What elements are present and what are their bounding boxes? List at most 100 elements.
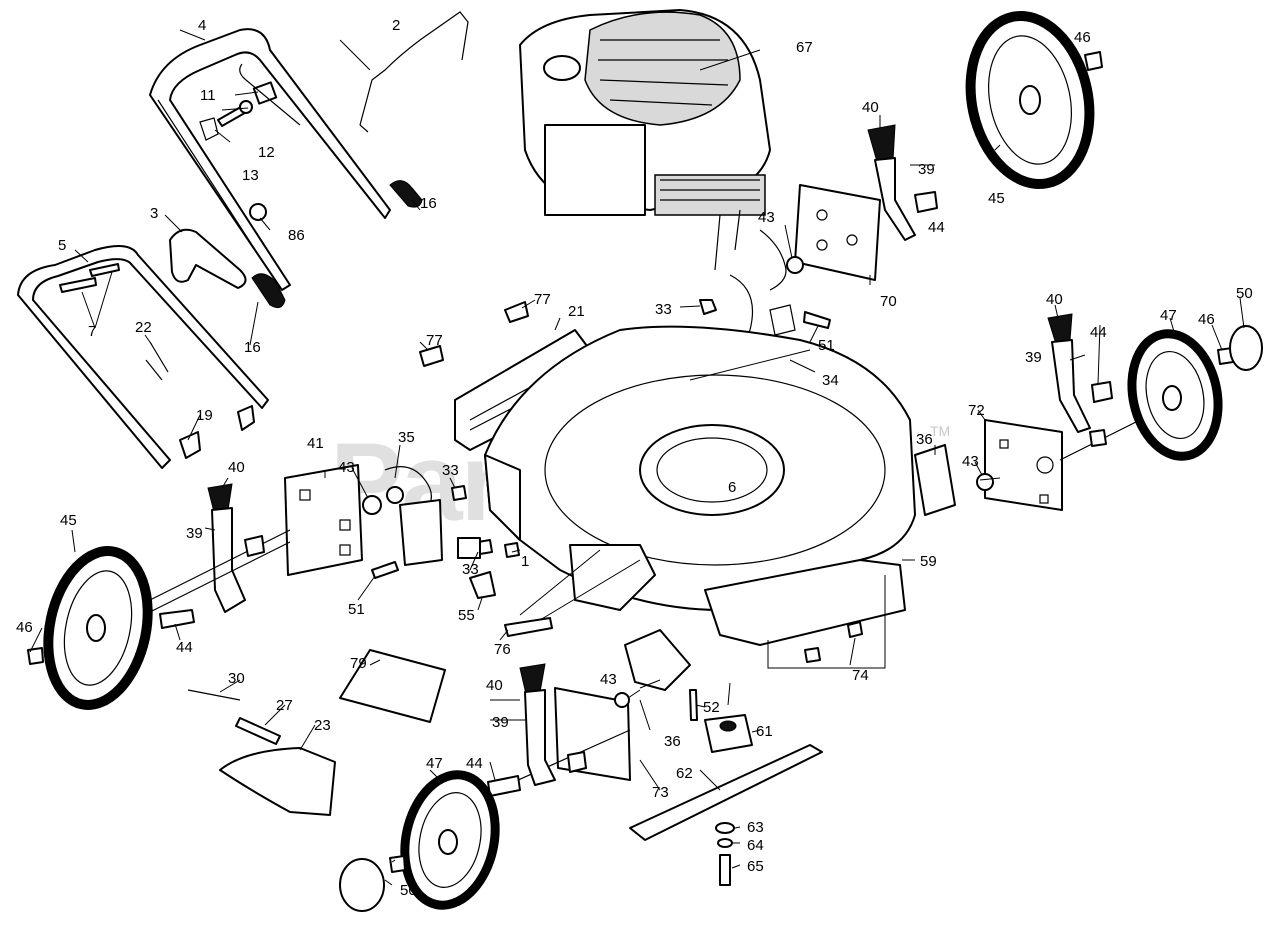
nut-46-lower [389, 855, 406, 873]
callout-86: 86 [288, 227, 305, 244]
callout-labels: 1 2 3 4 5 6 7 11 12 13 16 16 19 21 22 23… [16, 17, 1253, 899]
callout-62: 62 [676, 765, 693, 782]
callout-1: 1 [521, 553, 529, 570]
spring-43-upper [759, 229, 787, 291]
clip-19b [237, 405, 255, 431]
engine-cable [714, 209, 741, 271]
callout-2: 2 [392, 17, 400, 34]
handle-bracket-3 [169, 228, 247, 289]
callout-44-left: 44 [176, 639, 193, 656]
nut-74-a [804, 647, 821, 663]
bracket-36-lower [624, 629, 691, 691]
callout-44-lower: 44 [466, 755, 483, 772]
washer-left-b [386, 486, 404, 504]
nut-33-left [451, 485, 467, 501]
bushing-lower [567, 751, 587, 773]
bolt-44-right [1091, 381, 1113, 403]
callout-67: 67 [796, 39, 813, 56]
leader-lines [29, 29, 1245, 886]
callout-30: 30 [228, 670, 245, 687]
callout-3: 3 [150, 205, 158, 222]
callout-46-tr: 46 [1074, 29, 1091, 46]
callout-5: 5 [58, 237, 66, 254]
callout-43-left: 43 [338, 459, 355, 476]
bushing-left [244, 535, 265, 557]
cable-clip-11 [252, 81, 278, 105]
callout-43-lower: 43 [600, 671, 617, 688]
washer-86 [249, 203, 267, 221]
callout-50-right: 50 [1236, 285, 1253, 302]
callout-61: 61 [756, 723, 773, 740]
callout-40-right: 40 [1046, 291, 1063, 308]
cable-12 [239, 63, 301, 126]
bolt-52 [689, 689, 698, 721]
bolt-44-lower [487, 775, 521, 797]
callout-59: 59 [920, 553, 937, 570]
bushing-right [1089, 429, 1107, 447]
front-bracket-41 [284, 464, 363, 576]
adjuster-lever-39-lower [524, 689, 556, 786]
adjuster-lever-39-tr [874, 157, 916, 241]
callout-11: 11 [200, 87, 216, 104]
callout-41: 41 [307, 435, 324, 452]
mower-deck [484, 325, 916, 646]
bracket-front-small [457, 537, 481, 559]
callout-39-tr: 39 [918, 161, 935, 178]
wheel-47-lower [400, 770, 500, 910]
pin-22 [145, 341, 169, 381]
callout-51-upper: 51 [818, 337, 835, 354]
callout-70: 70 [880, 293, 897, 310]
callout-55: 55 [458, 607, 475, 624]
nut-33-upper [699, 299, 717, 315]
callout-76: 76 [494, 641, 511, 658]
callout-4b: 4 [198, 17, 206, 34]
callout-46-left: 46 [16, 619, 33, 636]
callout-40-tr: 40 [862, 99, 879, 116]
callout-39-right: 39 [1025, 349, 1042, 366]
deflector-23 [219, 747, 336, 816]
callout-51-left: 51 [348, 601, 365, 618]
rear-flap-79 [339, 649, 446, 723]
callout-40-left: 40 [228, 459, 245, 476]
washer-43-upper [786, 256, 804, 274]
washer-43-lower [614, 692, 630, 708]
callout-44-right: 44 [1090, 324, 1107, 341]
callout-52: 52 [703, 699, 720, 716]
adjuster-lever-39-left [211, 507, 246, 613]
nut-1 [504, 542, 520, 558]
callout-33-left: 33 [442, 462, 459, 479]
bolt-44-tr [914, 191, 938, 213]
blade-adapter-61 [704, 714, 753, 753]
callout-39-left: 39 [186, 525, 203, 542]
callout-73: 73 [652, 784, 669, 801]
callout-46-right: 46 [1198, 311, 1215, 328]
callout-19: 19 [196, 407, 213, 424]
callout-64: 64 [747, 837, 764, 854]
bolt-77-a [504, 301, 529, 323]
nut-46-tr [1084, 51, 1103, 71]
nut-46-left [27, 647, 44, 665]
callout-65: 65 [747, 858, 764, 875]
bolt-51-left [371, 561, 399, 579]
plate-76 [504, 617, 553, 637]
spring-27 [235, 717, 281, 745]
callout-21: 21 [568, 303, 585, 320]
wheel-45-left [43, 546, 153, 710]
callout-36-right: 36 [916, 431, 933, 448]
callout-12: 12 [258, 144, 275, 161]
wheel-45-top-right [965, 10, 1095, 190]
rear-bracket-72 [984, 419, 1063, 511]
linkage-34 [729, 274, 791, 361]
callout-23: 23 [314, 717, 331, 734]
callout-39-lower: 39 [492, 714, 509, 731]
bolt-65 [719, 854, 731, 886]
bracket-upper [769, 304, 796, 336]
bolt-77-b [419, 345, 444, 367]
callout-63: 63 [747, 819, 764, 836]
nut-74-b [847, 621, 863, 638]
callout-74: 74 [852, 667, 869, 684]
wheel-47-right [1127, 329, 1223, 461]
hubcap-50-right [1229, 325, 1263, 371]
callout-33-upper: 33 [655, 301, 672, 318]
